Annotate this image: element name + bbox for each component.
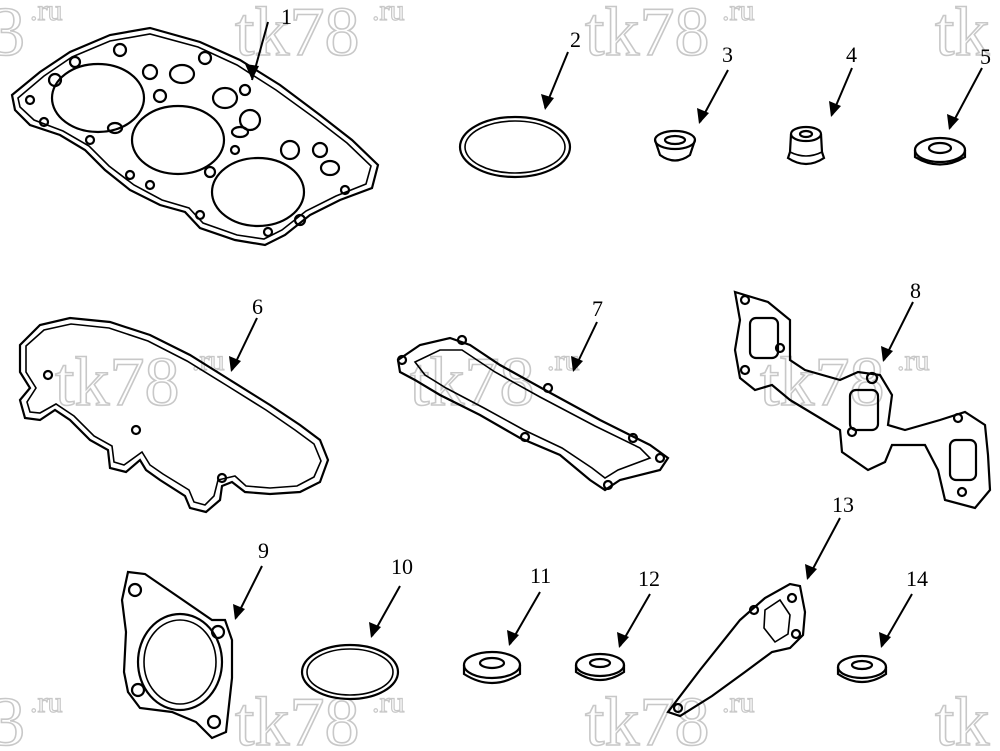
watermark-edge-right: tk (935, 684, 989, 751)
leader-arrow (879, 632, 891, 648)
callout-7: 7 (592, 296, 603, 321)
leader-arrow (947, 114, 959, 130)
leader-arrow (829, 101, 841, 117)
leader-arrow (245, 64, 259, 80)
part-2-o-ring (458, 115, 572, 179)
callout-13: 13 (832, 492, 854, 517)
watermark-tk78: tk78 (235, 0, 359, 71)
watermark-tk78: tk78 (760, 344, 884, 421)
watermark-edge-right: tk (935, 0, 989, 71)
leader-arrow (369, 622, 381, 638)
leader-arrow (541, 94, 554, 110)
callout-9: 9 (258, 538, 269, 563)
part-14-washer (836, 654, 888, 684)
part-9-flange-gasket (120, 570, 234, 740)
callout-12: 12 (638, 566, 660, 591)
watermark-suffix: .ru (372, 686, 405, 719)
leader-arrow (233, 604, 245, 620)
callout-6: 6 (252, 294, 263, 319)
watermark-tk78: tk78 (585, 0, 709, 71)
part-11-washer (462, 650, 522, 685)
callout-1: 1 (281, 4, 292, 29)
watermark-suffix: .ru (722, 0, 755, 27)
leader-arrow (805, 564, 817, 580)
part-10-o-ring (300, 643, 400, 701)
part-13-cover-gasket (666, 582, 807, 718)
part-1-cylinder-head-gasket (10, 26, 380, 247)
watermark-suffix: .ru (30, 686, 63, 719)
part-4-seal-cap (786, 125, 826, 166)
watermark-suffix: .ru (722, 686, 755, 719)
leader-arrow (507, 630, 519, 646)
watermark-edge-left: 3 (0, 684, 25, 751)
watermark-suffix: .ru (897, 344, 930, 377)
callout-8: 8 (910, 278, 921, 303)
callout-5: 5 (980, 44, 991, 69)
leader-arrow (881, 346, 893, 362)
watermark-tk78: tk78 (585, 684, 709, 751)
callout-4: 4 (846, 42, 857, 67)
leader-arrow (571, 356, 583, 372)
watermark-suffix: .ru (372, 0, 405, 27)
callout-14: 14 (906, 566, 928, 591)
part-5-washer (913, 136, 967, 166)
leader-arrow (697, 108, 709, 124)
callout-3: 3 (722, 42, 733, 67)
part-8-exhaust-gasket (733, 290, 992, 510)
part-3-valve-seal (653, 129, 697, 162)
watermark-suffix: .ru (30, 0, 63, 27)
part-7-manifold-gasket (396, 334, 670, 492)
part-12-washer (574, 652, 626, 682)
part-6-rocker-cover-gasket (18, 316, 330, 514)
callout-11: 11 (530, 563, 551, 588)
callout-10: 10 (391, 554, 413, 579)
watermark-tk78: tk78 (55, 344, 179, 421)
leader-arrow (617, 632, 629, 648)
watermark-edge-left: 3 (0, 0, 25, 71)
leader-arrow (229, 356, 241, 372)
callout-2: 2 (570, 27, 581, 52)
